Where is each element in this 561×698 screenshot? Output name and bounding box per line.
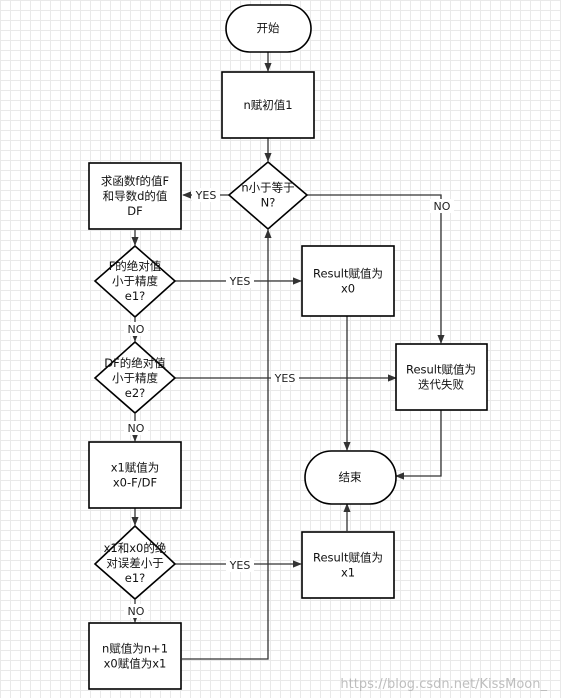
compute-process (88, 162, 182, 230)
result-fail-process (395, 343, 488, 411)
node-label-x1-assign-line-1: x1赋值为 (111, 461, 160, 475)
node-label-check-f-line-2: 小于精度 (112, 274, 158, 288)
result-x0-process (301, 245, 395, 317)
check-diff-decision (93, 524, 177, 601)
node-label-check-diff-line-2: 对误差小于 (106, 556, 164, 570)
node-label-check-f-line-1: F的绝对值 (109, 259, 162, 273)
node-label-start-line-1: 开始 (257, 21, 280, 35)
node-label-check-diff-line-3: e1? (125, 571, 146, 585)
edge-check-n-no (307, 194, 445, 344)
start-terminal (225, 4, 312, 53)
init-process (221, 71, 315, 139)
node-label-result-x0-line-1: Result赋值为 (313, 267, 383, 281)
edge-label-yes-diff: YES (229, 559, 251, 572)
node-label-n-check-line-2: N? (261, 196, 276, 210)
node-label-result-x1-line-2: x1 (341, 566, 355, 580)
edge-label-no-df: NO (128, 422, 145, 435)
node-label-end-line-1: 结束 (339, 470, 362, 484)
node-label-check-df-line-3: e2? (125, 386, 146, 400)
edge-result-fail-to-end (395, 410, 442, 480)
edge-update-loop (182, 229, 272, 660)
node-label-compute-f-line-3: DF (127, 204, 142, 218)
edge-label-yes-df: YES (274, 372, 296, 385)
edge-label-no-n: NO (434, 200, 451, 213)
node-label-result-fail-line-2: 迭代失败 (418, 378, 464, 392)
check-df-decision (93, 340, 177, 415)
x1-assign-process (88, 441, 182, 509)
check-n-decision (227, 160, 309, 231)
result-x1-process (301, 531, 395, 599)
update-process (88, 622, 182, 690)
node-label-check-df-line-2: 小于精度 (112, 371, 158, 385)
check-f-decision (93, 244, 177, 319)
edge-label-yes-f: YES (229, 275, 251, 288)
edge-label-no-diff: NO (128, 605, 145, 618)
node-label-compute-f-line-1: 求函数f的值F (101, 174, 169, 188)
edge-label-yes-n: YES (195, 189, 217, 202)
node-label-compute-f-line-2: 和导数d的值 (103, 189, 168, 203)
node-label-check-df-line-1: DF的绝对值 (104, 356, 166, 370)
node-label-update-line-2: x0赋值为x1 (104, 657, 167, 671)
node-label-result-x0-line-2: x0 (341, 282, 355, 296)
watermark: https://blog.csdn.net/KissMoon_ (340, 677, 547, 692)
node-label-result-x1-line-1: Result赋值为 (313, 551, 383, 565)
node-label-update-line-1: n赋值为n+1 (102, 642, 168, 656)
end-terminal (304, 450, 397, 505)
edge-label-no-f: NO (128, 323, 145, 336)
node-label-n-init-line-1: n赋初值1 (243, 98, 292, 112)
node-label-result-fail-line-1: Result赋值为 (406, 363, 476, 377)
node-label-check-diff-line-1: x1和x0的绝 (104, 541, 167, 555)
node-label-n-check-line-1: n小于等于 (241, 181, 294, 195)
node-label-x1-assign-line-2: x0-F/DF (113, 476, 157, 490)
node-label-check-f-line-3: e1? (125, 289, 146, 303)
